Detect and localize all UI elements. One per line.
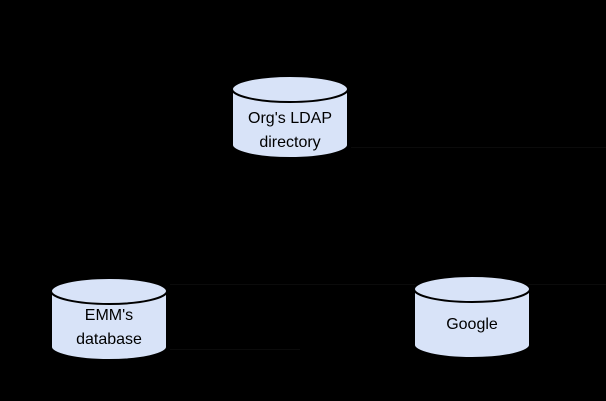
node-label: EMM's database (49, 303, 169, 353)
node-label-line: directory (259, 134, 321, 151)
database-cylinder-shape (50, 277, 168, 361)
node-google: Google (412, 274, 532, 360)
database-cylinder-shape (231, 75, 349, 159)
node-label-line: Google (446, 316, 498, 333)
connector-line-ldap-right (351, 147, 606, 148)
connector-line-emm-google-upper (170, 284, 606, 285)
node-label: Org's LDAP directory (230, 106, 350, 156)
node-label: Google (412, 312, 532, 338)
node-label-line: Org's LDAP (248, 110, 332, 127)
node-label-line: EMM's (84, 307, 134, 324)
node-label-line: database (76, 331, 142, 348)
node-emm-database: EMM's database (49, 276, 169, 362)
database-cylinder-shape (413, 275, 531, 359)
connector-line-emm-google-lower (170, 349, 300, 350)
node-org-ldap-directory: Org's LDAP directory (230, 74, 350, 160)
